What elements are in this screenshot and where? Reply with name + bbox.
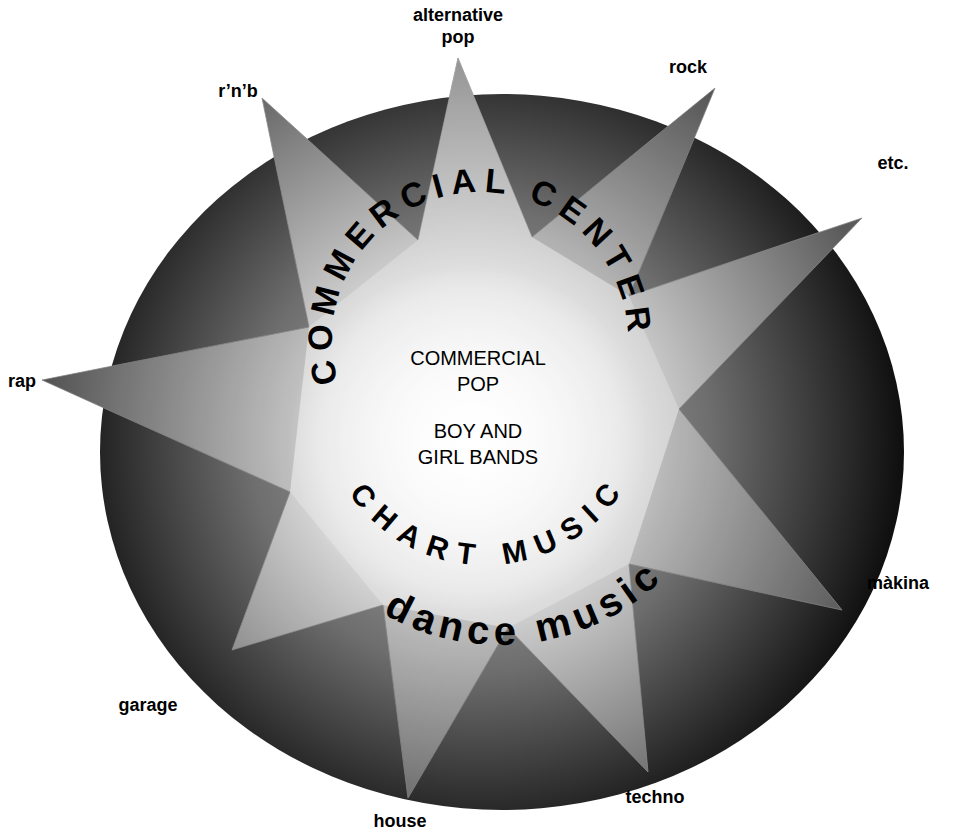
genre-label: garage [118,694,177,716]
center-glow [290,270,650,610]
genre-label: r’n’b [218,80,258,102]
star-facet [290,58,679,628]
genre-label: etc. [877,152,908,174]
genre-label: rock [669,56,707,78]
genre-label: techno [625,786,684,808]
genre-label: alternative pop [403,4,513,48]
genre-star [42,58,862,798]
star-facet [42,327,309,492]
center-label: COMMERCIAL POP [403,345,553,397]
genre-label: màkina [867,572,929,594]
curved-center-label: CHART MUSIC [344,477,626,571]
center-label: BOY AND GIRL BANDS [411,418,546,470]
curved-center-label: CHART MUSIC [344,477,626,571]
genre-label: rap [8,370,36,392]
curved-dance-label: dance music [379,554,666,653]
genre-label: house [373,810,426,832]
star-facet [629,409,842,610]
curved-dance-label: dance music [379,554,666,653]
